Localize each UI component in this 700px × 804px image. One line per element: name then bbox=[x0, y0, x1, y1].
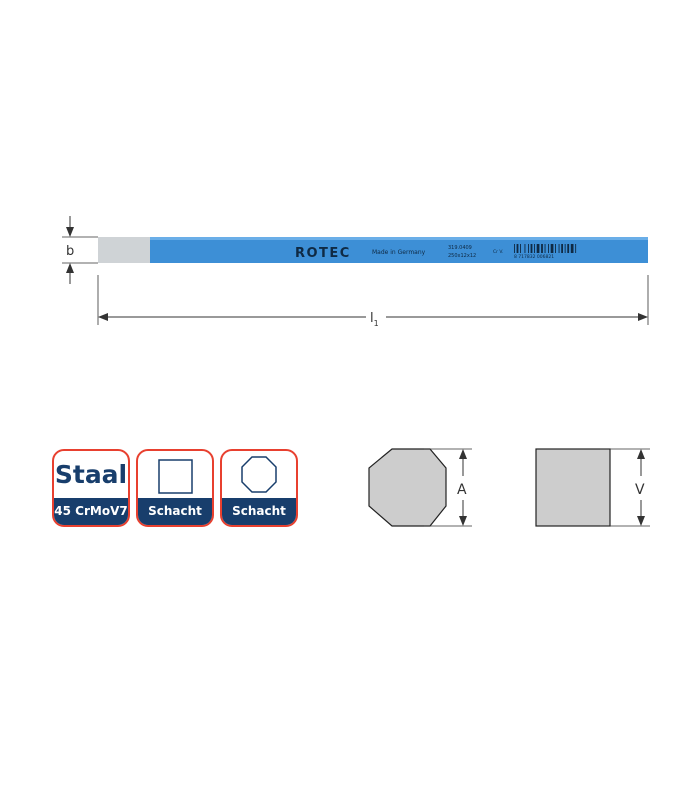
chisel-code-2: 250x12x12 bbox=[448, 253, 476, 259]
barcode-bar bbox=[575, 244, 577, 253]
dimension-l1: l1 bbox=[97, 275, 649, 328]
barcode-bar bbox=[548, 244, 549, 253]
octagon-cross-section: A bbox=[368, 448, 472, 527]
dimension-label-b: b bbox=[66, 244, 74, 259]
barcode-bar bbox=[561, 244, 563, 253]
dimension-label-A: A bbox=[457, 482, 467, 498]
badge-octagon-shank: Schacht bbox=[220, 449, 298, 527]
barcode-number: 8 717832 006821 bbox=[514, 254, 554, 260]
barcode-bar bbox=[520, 244, 521, 253]
dimension-label-V: V bbox=[635, 482, 645, 498]
barcode bbox=[514, 244, 577, 253]
chisel-cr-mark: Cr V. bbox=[493, 249, 503, 255]
barcode-bar bbox=[564, 244, 566, 253]
material-grade: 45 CrMoV7 bbox=[54, 498, 128, 525]
shank-label: Schacht bbox=[138, 498, 212, 525]
chisel-blade bbox=[98, 237, 150, 263]
square-shape bbox=[535, 448, 611, 527]
barcode-bar bbox=[536, 244, 540, 253]
shank-label: Schacht bbox=[222, 498, 296, 525]
barcode-bar bbox=[567, 244, 570, 253]
barcode-bar bbox=[544, 244, 546, 253]
barcode-bar bbox=[524, 244, 526, 253]
badge-material: Staal 45 CrMoV7 bbox=[52, 449, 130, 527]
chisel-made-in: Made in Germany bbox=[372, 249, 426, 256]
square-icon bbox=[158, 459, 193, 494]
barcode-bar bbox=[555, 244, 556, 253]
dimension-label-l1: l1 bbox=[370, 311, 379, 328]
barcode-bar bbox=[514, 244, 515, 253]
barcode-bar bbox=[550, 244, 554, 253]
badge-square-shank: Schacht bbox=[136, 449, 214, 527]
barcode-bar bbox=[534, 244, 535, 253]
barcode-bar bbox=[530, 244, 533, 253]
barcode-bar bbox=[516, 244, 519, 253]
dimension-b: b bbox=[62, 216, 98, 284]
barcode-bar bbox=[528, 244, 529, 253]
chisel-highlight bbox=[150, 237, 648, 240]
barcode-bar bbox=[558, 244, 560, 253]
chisel-code-1: 319.0409 bbox=[448, 245, 472, 251]
material-label: Staal bbox=[54, 460, 128, 489]
barcode-bar bbox=[570, 244, 574, 253]
square-cross-section: V bbox=[535, 448, 650, 527]
chisel-brand: ROTEC bbox=[295, 246, 351, 261]
octagon-shape bbox=[368, 448, 447, 527]
octagon-icon bbox=[241, 456, 277, 493]
chisel: ROTEC Made in Germany 319.0409 250x12x12… bbox=[98, 237, 648, 263]
barcode-bar bbox=[541, 244, 543, 253]
